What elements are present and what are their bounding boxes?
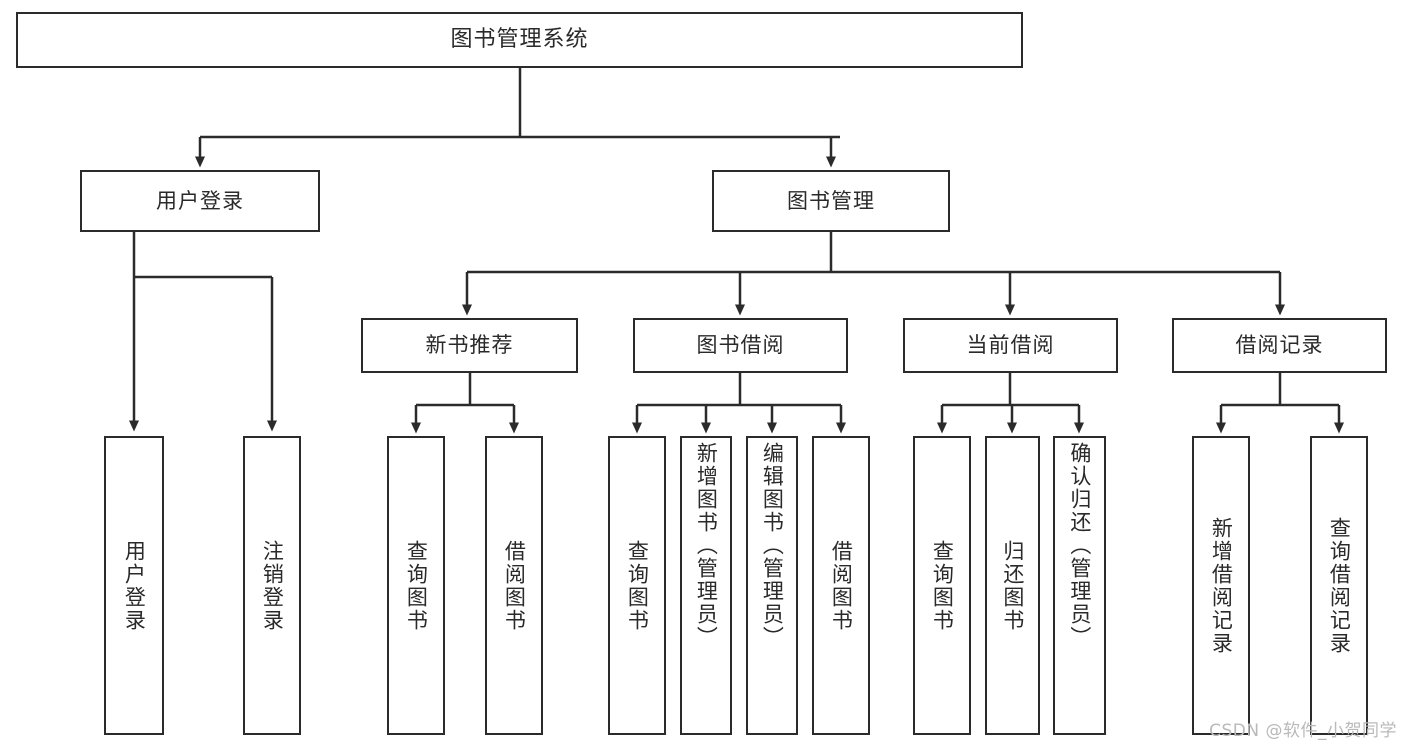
- node-root-label: 图书管理系统: [450, 27, 589, 53]
- leaf-cur-confirm[interactable]: 确认归还（管理员）: [1053, 436, 1106, 735]
- leaf-rec-borrow[interactable]: 借阅图书: [485, 436, 543, 735]
- leaf-rec-add[interactable]: 新增借阅记录: [1192, 436, 1250, 735]
- leaf-borrow-query[interactable]: 查询图书: [608, 436, 666, 735]
- leaf-borrow-query-label: 查询图书: [625, 539, 650, 632]
- node-book-borrow-label: 图书借阅: [696, 333, 785, 358]
- leaf-cur-confirm-label: 确认归还（管理员）: [1067, 442, 1092, 649]
- node-user-login-label: 用户登录: [156, 188, 244, 213]
- leaf-rec-query-label: 查询图书: [404, 539, 429, 632]
- leaf-user-login-label: 用户登录: [122, 539, 147, 632]
- leaf-user-login[interactable]: 用户登录: [104, 436, 164, 735]
- node-new-book-rec-label: 新书推荐: [425, 333, 514, 358]
- node-book-manage-label: 图书管理: [787, 188, 875, 213]
- node-book-manage[interactable]: 图书管理: [712, 170, 950, 232]
- leaf-rec-add-label: 新增借阅记录: [1209, 516, 1234, 655]
- node-new-book-rec[interactable]: 新书推荐: [361, 318, 578, 373]
- leaf-borrow-add[interactable]: 新增图书（管理员）: [680, 436, 732, 735]
- leaf-borrow-edit[interactable]: 编辑图书（管理员）: [746, 436, 798, 735]
- leaf-user-logout[interactable]: 注销登录: [243, 436, 301, 735]
- leaf-cur-return-label: 归还图书: [1000, 539, 1025, 632]
- leaf-borrow-do[interactable]: 借阅图书: [812, 436, 870, 735]
- node-current-borrow-label: 当前借阅: [966, 333, 1055, 358]
- node-current-borrow[interactable]: 当前借阅: [903, 318, 1118, 373]
- leaf-rec-query[interactable]: 查询图书: [387, 436, 445, 735]
- leaf-borrow-edit-label: 编辑图书（管理员）: [760, 442, 785, 649]
- leaf-cur-query-label: 查询图书: [930, 539, 955, 632]
- leaf-borrow-do-label: 借阅图书: [829, 539, 854, 632]
- leaf-rec-borrow-label: 借阅图书: [502, 539, 527, 632]
- node-borrow-record-label: 借阅记录: [1235, 333, 1324, 358]
- leaf-borrow-add-label: 新增图书（管理员）: [694, 442, 719, 649]
- node-book-borrow[interactable]: 图书借阅: [633, 318, 848, 373]
- leaf-rec-search[interactable]: 查询借阅记录: [1310, 436, 1368, 735]
- leaf-cur-return[interactable]: 归还图书: [985, 436, 1040, 735]
- node-root[interactable]: 图书管理系统: [16, 12, 1023, 68]
- leaf-user-logout-label: 注销登录: [260, 539, 285, 632]
- node-user-login[interactable]: 用户登录: [80, 170, 320, 232]
- csdn-watermark: CSDN @软件_小贺同学: [1209, 721, 1397, 741]
- leaf-cur-query[interactable]: 查询图书: [913, 436, 971, 735]
- node-borrow-record[interactable]: 借阅记录: [1172, 318, 1387, 373]
- leaf-rec-search-label: 查询借阅记录: [1327, 516, 1352, 655]
